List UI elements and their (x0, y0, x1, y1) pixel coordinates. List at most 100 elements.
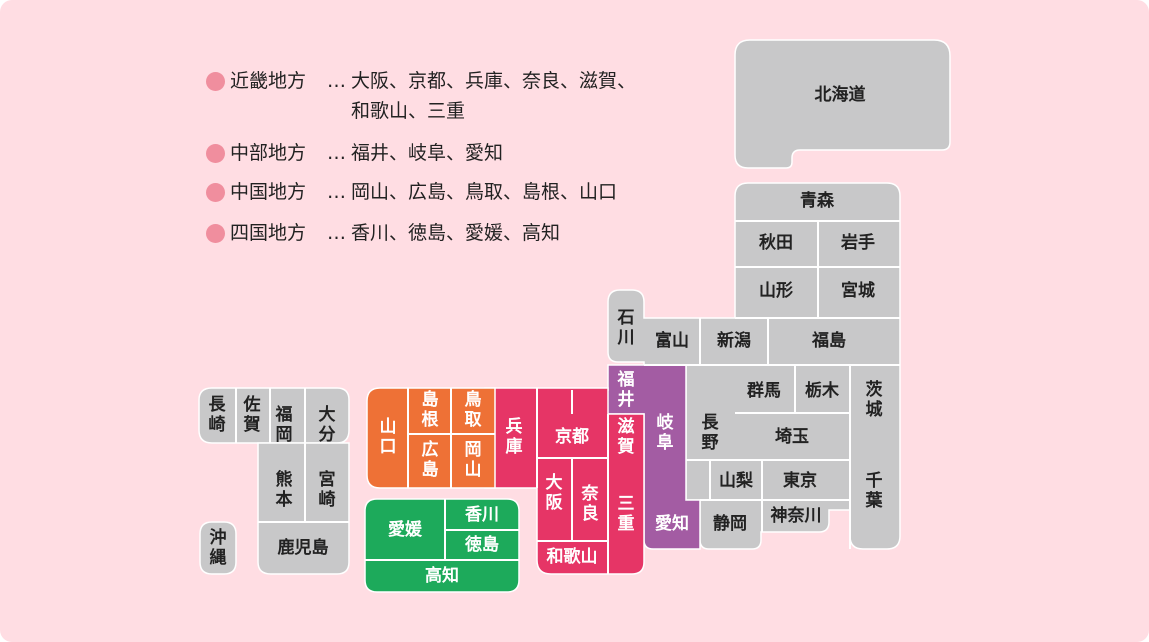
prefecture-label: 鹿児島 (278, 537, 329, 558)
prefecture-label: 宮城 (841, 280, 875, 301)
prefecture-wakayama[interactable]: 和歌山 (547, 546, 598, 567)
prefecture-label-char: 口 (380, 437, 397, 457)
prefecture-fukui[interactable]: 福井 (617, 369, 635, 410)
legend-bullet-icon (206, 224, 225, 243)
prefecture-saga[interactable]: 佐賀 (243, 394, 261, 435)
prefecture-label: 青森 (800, 190, 835, 211)
legend-separator: … (327, 70, 346, 92)
legend-prefectures: 大阪、京都、兵庫、奈良、滋賀、 (351, 70, 637, 92)
prefecture-chiba[interactable]: 千葉 (865, 471, 884, 511)
prefecture-label: 京都 (555, 426, 589, 447)
prefecture-mie[interactable]: 三重 (618, 494, 635, 534)
prefecture-label-char: 本 (276, 489, 293, 510)
prefecture-shizuoka[interactable]: 静岡 (713, 513, 747, 534)
prefecture-saitama[interactable]: 埼玉 (775, 426, 809, 447)
prefecture-tottori[interactable]: 鳥取 (465, 389, 482, 430)
prefecture-label-char: 川 (617, 328, 635, 348)
prefecture-toyama[interactable]: 富山 (655, 330, 689, 351)
prefecture-label-char: 阪 (546, 493, 563, 513)
legend-region-name: 近畿地方 (230, 70, 307, 92)
prefecture-nara[interactable]: 奈良 (581, 483, 600, 524)
prefecture-okayama[interactable]: 岡山 (465, 440, 482, 480)
prefecture-label: 高知 (425, 565, 459, 586)
prefecture-label: 香川 (465, 505, 499, 525)
legend-prefectures: 福井、岐阜、愛知 (351, 142, 504, 164)
prefecture-kochi[interactable]: 高知 (425, 565, 459, 586)
prefecture-yamanashi[interactable]: 山梨 (719, 470, 754, 491)
prefecture-label: 愛知 (655, 513, 689, 534)
prefecture-gunma[interactable]: 群馬 (747, 380, 781, 401)
prefecture-label-char: 縄 (210, 547, 227, 568)
prefecture-label-char: 長 (702, 413, 720, 433)
prefecture-label-char: 長 (209, 395, 227, 415)
prefecture-label: 秋田 (759, 232, 793, 253)
prefecture-kanagawa[interactable]: 神奈川 (771, 505, 822, 526)
prefecture-miyagi[interactable]: 宮城 (841, 280, 875, 301)
legend-prefectures-cont: 和歌山、三重 (351, 100, 466, 122)
prefecture-hyogo[interactable]: 兵庫 (506, 416, 523, 457)
prefecture-gifu[interactable]: 岐阜 (657, 412, 675, 453)
prefecture-kyoto[interactable]: 京都 (555, 426, 589, 447)
prefecture-yamaguchi[interactable]: 山口 (380, 417, 397, 457)
prefecture-label-char: 重 (618, 513, 635, 534)
prefecture-label-char: 岡 (465, 440, 482, 460)
legend-separator: … (327, 142, 346, 164)
prefecture-aomori[interactable]: 青森 (800, 190, 835, 211)
prefecture-label-char: 大 (319, 404, 336, 425)
prefecture-label-char: 兵 (506, 416, 523, 437)
prefecture-ishikawa[interactable]: 石川 (617, 308, 635, 348)
prefecture-kumamoto[interactable]: 熊本 (276, 469, 293, 510)
prefecture-osaka[interactable]: 大阪 (546, 472, 563, 513)
prefecture-label-char: 分 (319, 425, 336, 445)
prefecture-ehime[interactable]: 愛媛 (388, 519, 423, 540)
prefecture-niigata[interactable]: 新潟 (717, 330, 751, 351)
prefecture-fukuoka[interactable]: 福岡 (275, 404, 293, 445)
prefecture-oita[interactable]: 大分 (319, 404, 336, 445)
prefecture-kagawa[interactable]: 香川 (465, 505, 499, 525)
prefecture-label-char: 福 (275, 404, 293, 425)
prefecture-shimane[interactable]: 島根 (422, 389, 439, 430)
prefecture-label: 静岡 (713, 513, 747, 534)
prefecture-okinawa[interactable]: 沖縄 (210, 527, 227, 568)
prefecture-label: 新潟 (717, 330, 751, 351)
prefecture-hiroshima[interactable]: 広島 (422, 439, 439, 480)
prefecture-nagano[interactable]: 長野 (702, 413, 720, 453)
prefecture-label-char: 沖 (210, 527, 227, 548)
prefecture-label-char: 取 (465, 410, 482, 430)
prefecture-label: 山形 (759, 280, 793, 301)
prefecture-iwate[interactable]: 岩手 (840, 232, 875, 253)
legend-separator: … (327, 222, 346, 244)
block-kinki (484, 387, 645, 575)
prefecture-miyazaki[interactable]: 宮崎 (319, 469, 336, 510)
legend-separator: … (327, 181, 346, 203)
prefecture-label: 北海道 (815, 84, 866, 105)
prefecture-label-char: 奈 (581, 483, 600, 504)
prefecture-label-char: 佐 (243, 394, 261, 415)
prefecture-shiga[interactable]: 滋賀 (617, 416, 635, 457)
prefecture-kagoshima[interactable]: 鹿児島 (278, 537, 329, 558)
prefecture-label-char: 広 (422, 439, 439, 460)
prefecture-fukushima[interactable]: 福島 (811, 330, 846, 351)
prefecture-label-char: 良 (582, 503, 599, 524)
prefecture-label: 神奈川 (771, 505, 822, 526)
prefecture-label-char: 庫 (506, 436, 523, 457)
prefecture-akita[interactable]: 秋田 (759, 232, 793, 253)
prefecture-ibaraki[interactable]: 茨城 (866, 379, 883, 420)
prefecture-nagasaki[interactable]: 長崎 (209, 395, 227, 435)
prefecture-label-char: 山 (380, 417, 397, 437)
block-hokkaido (734, 39, 951, 169)
prefecture-tokushima[interactable]: 徳島 (464, 534, 499, 555)
prefecture-label-char: 千 (866, 471, 883, 491)
prefecture-tokyo[interactable]: 東京 (783, 470, 817, 491)
prefecture-label-char: 崎 (319, 489, 336, 510)
prefecture-tochigi[interactable]: 栃木 (805, 380, 840, 401)
prefecture-label-char: 崎 (209, 414, 226, 435)
legend-region-name: 中部地方 (230, 142, 307, 164)
legend-prefectures: 香川、徳島、愛媛、高知 (351, 222, 561, 244)
prefecture-aichi[interactable]: 愛知 (655, 513, 689, 534)
prefecture-label-char: 葉 (865, 490, 884, 511)
prefecture-label: 和歌山 (547, 546, 598, 567)
prefecture-hokkaido[interactable]: 北海道 (815, 84, 866, 105)
prefecture-yamagata[interactable]: 山形 (759, 280, 793, 301)
